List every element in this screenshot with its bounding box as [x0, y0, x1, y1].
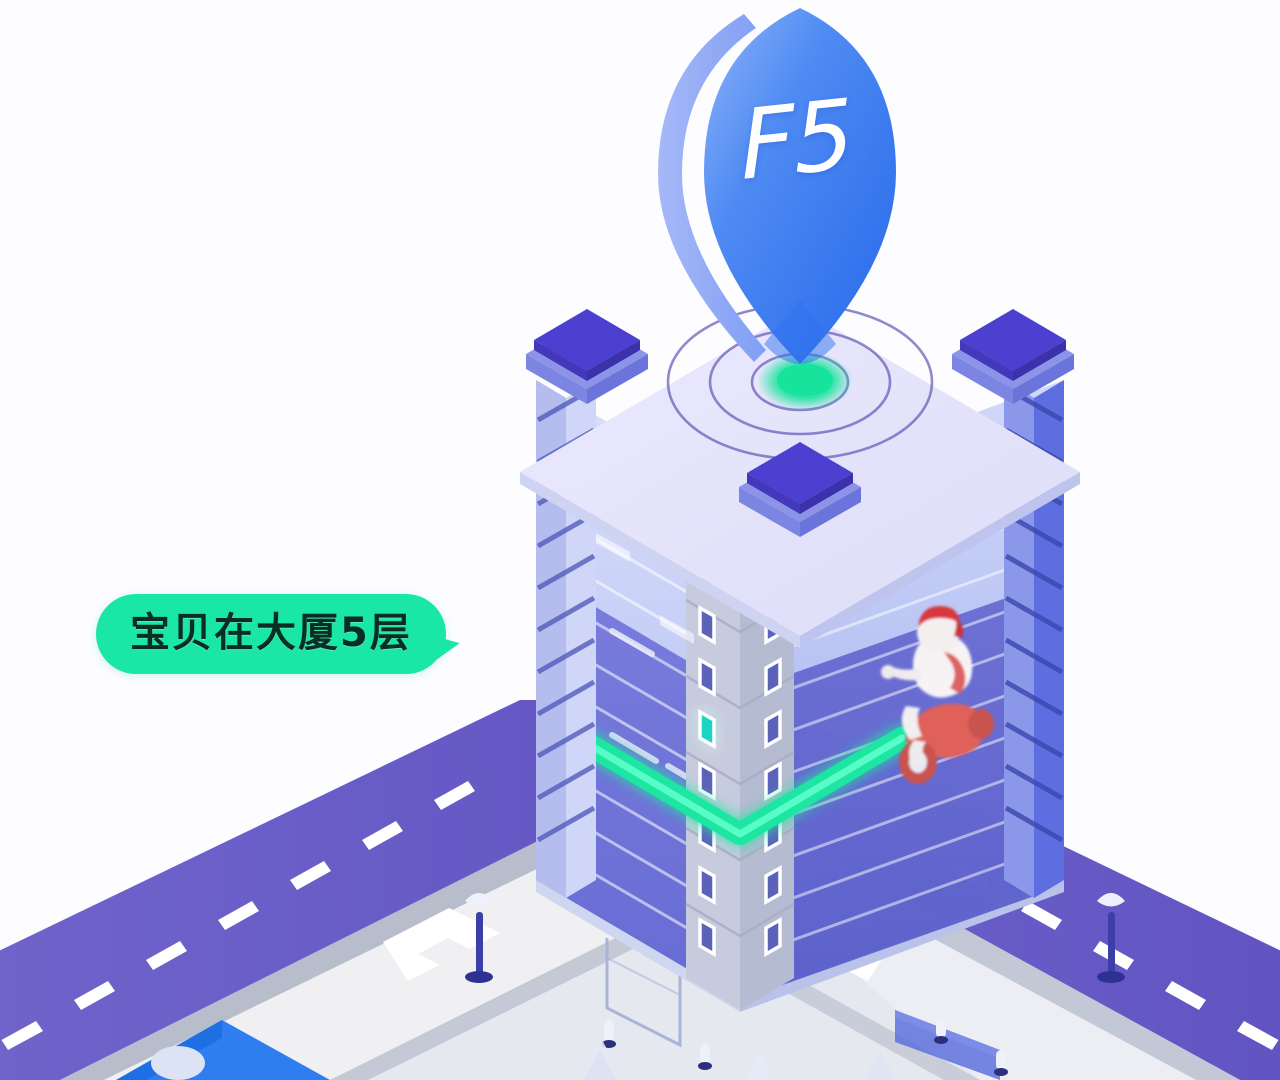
floor-highlight-5-core	[574, 734, 906, 838]
occupant-child[interactable]	[881, 606, 994, 784]
beacon-dot	[777, 364, 833, 396]
message-bubble[interactable]: 宝贝在大厦5层	[96, 594, 461, 674]
interior-right	[740, 586, 1040, 1000]
map-pin[interactable]	[658, 8, 896, 364]
core-windows-left	[698, 552, 716, 958]
message-bubble-tail	[433, 634, 461, 661]
crosswalk-left	[383, 908, 500, 981]
street-lamp-left	[465, 893, 493, 983]
road-dashes-left	[1, 781, 475, 1050]
roof-edge	[520, 472, 800, 648]
hvac-box-left	[526, 309, 648, 404]
lit-window	[698, 708, 716, 750]
hvac-box-front	[739, 442, 861, 537]
street-lamp-right	[1097, 893, 1125, 983]
bollard-group	[602, 1018, 1008, 1076]
signboard	[895, 1010, 1000, 1080]
message-bubble-body[interactable]: 宝贝在大厦5层	[96, 594, 461, 674]
entrance-railing	[605, 938, 682, 1048]
message-bubble-text: 宝贝在大厦5层	[130, 610, 412, 656]
plot-center	[330, 876, 980, 1080]
office-tower	[520, 303, 1080, 1012]
roof-edge-right	[800, 472, 1080, 648]
vehicle-blue	[116, 1020, 330, 1080]
shrub-group	[584, 1036, 896, 1080]
hvac-box-right	[952, 309, 1074, 404]
